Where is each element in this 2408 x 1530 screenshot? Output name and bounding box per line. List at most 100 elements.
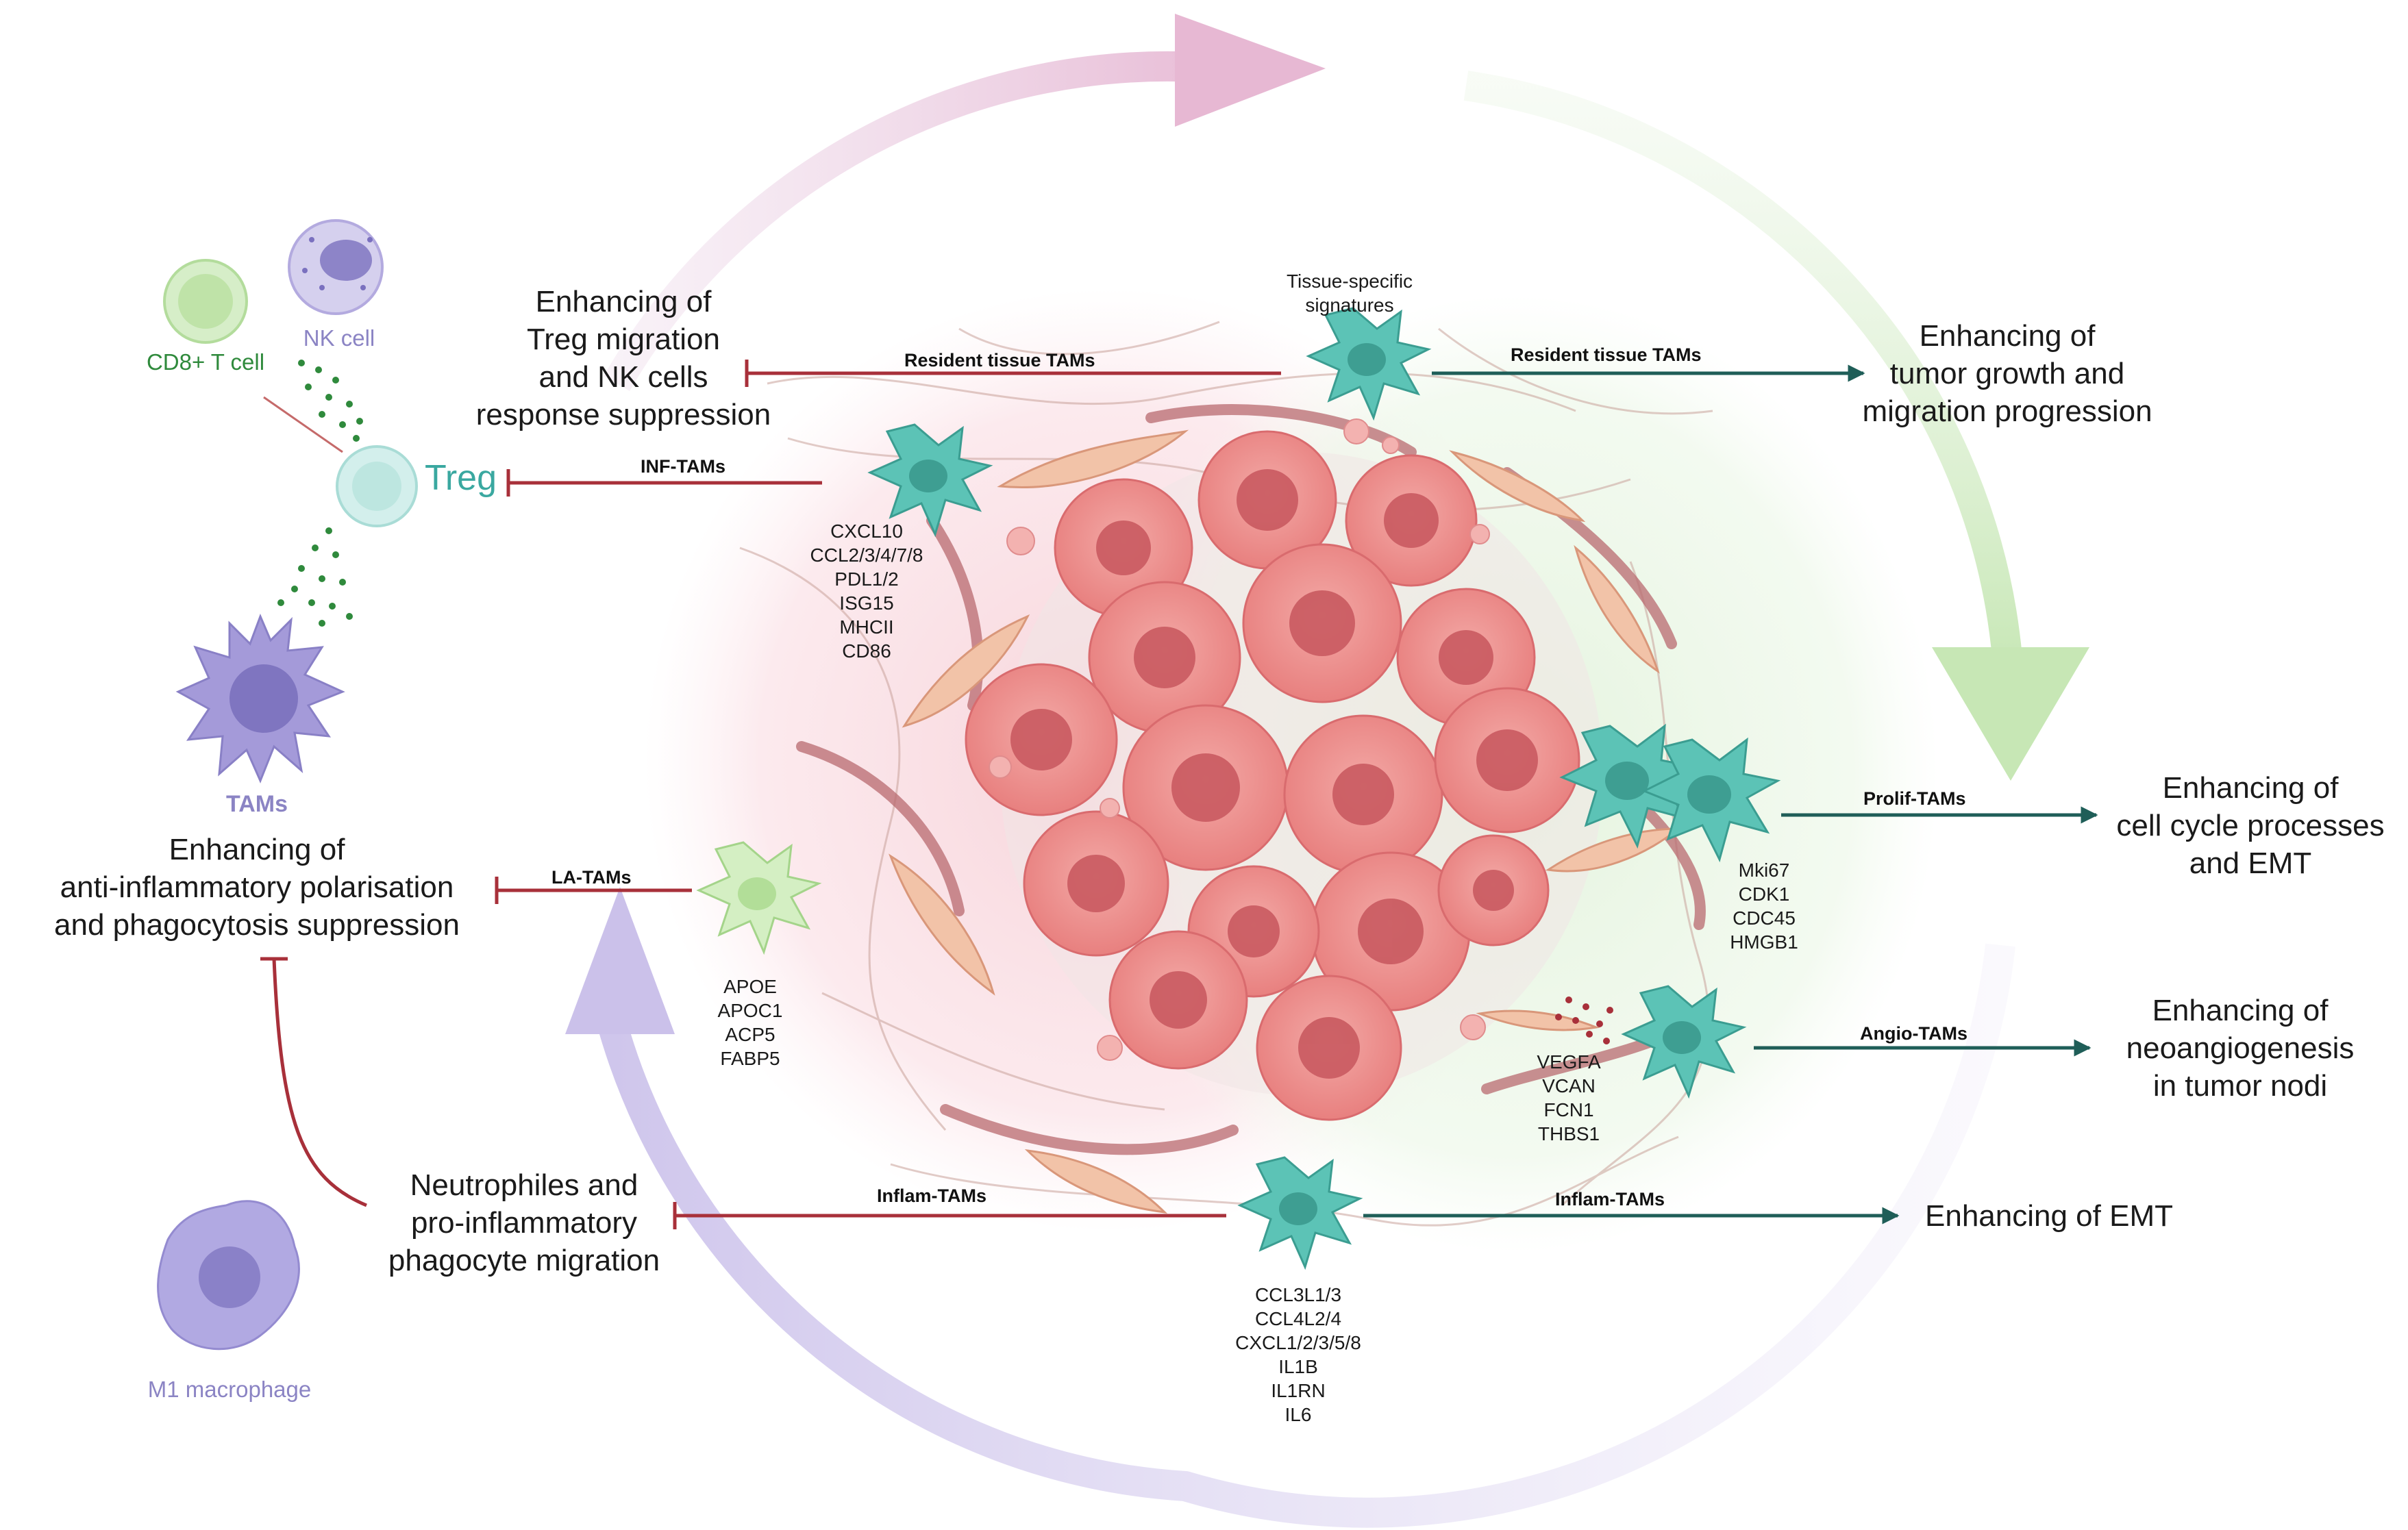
signature-prolif: Mki67 CDK1 CDC45 HMGB1 bbox=[1730, 860, 1798, 953]
signature-la: APOE APOC1 ACP5 FABP5 bbox=[718, 976, 783, 1069]
label-prolif-tams: Prolif-TAMs bbox=[1863, 788, 1966, 809]
svg-text:CXCL10: CXCL10 bbox=[830, 521, 903, 542]
effect-cell-cycle: Enhancing of cell cycle processes and EM… bbox=[2116, 771, 2384, 880]
svg-text:MHCII: MHCII bbox=[839, 616, 893, 638]
cd8-inhibition-line bbox=[263, 396, 343, 453]
pink-cycle-arc bbox=[603, 51, 1221, 392]
green-cycle-arc bbox=[1463, 71, 2022, 660]
svg-text:APOE: APOE bbox=[723, 976, 777, 997]
label-inflam-tams-left: Inflam-TAMs bbox=[877, 1186, 986, 1206]
svg-text:neoangiogenesis: neoangiogenesis bbox=[2126, 1031, 2355, 1065]
signature-angio: VEGFA VCAN FCN1 THBS1 bbox=[1537, 1051, 1601, 1144]
green-cycle-arrowhead bbox=[1932, 647, 2089, 781]
svg-text:Enhancing of: Enhancing of bbox=[2152, 994, 2329, 1027]
cd8-label: CD8+ T cell bbox=[147, 349, 264, 375]
cycle-arrows bbox=[565, 14, 2089, 1528]
svg-text:FCN1: FCN1 bbox=[1543, 1099, 1593, 1120]
signature-inflam: CCL3L1/3 CCL4L2/4 CXCL1/2/3/5/8 IL1B IL1… bbox=[1235, 1284, 1361, 1425]
label-la-tams: LA-TAMs bbox=[551, 867, 631, 888]
svg-text:CDC45: CDC45 bbox=[1733, 907, 1796, 929]
cytokine-dots-icon bbox=[277, 360, 363, 627]
svg-text:signatures: signatures bbox=[1305, 294, 1393, 316]
svg-text:PDL1/2: PDL1/2 bbox=[834, 568, 898, 590]
promotion-arrows bbox=[1363, 364, 2098, 1225]
purple-cycle-arrowhead bbox=[565, 887, 675, 1034]
svg-text:VCAN: VCAN bbox=[1542, 1075, 1596, 1096]
svg-text:in tumor nodi: in tumor nodi bbox=[2153, 1069, 2327, 1103]
pink-cycle-arrowhead bbox=[1175, 14, 1326, 127]
svg-text:IL1B: IL1B bbox=[1278, 1356, 1318, 1377]
svg-text:Neutrophiles and: Neutrophiles and bbox=[410, 1168, 638, 1202]
tams-macrophage-icon bbox=[175, 613, 345, 783]
svg-text:Enhancing of: Enhancing of bbox=[169, 833, 346, 866]
treg-cell-icon bbox=[336, 445, 418, 527]
purple-cycle-arc bbox=[598, 943, 2015, 1528]
svg-text:Enhancing of: Enhancing of bbox=[536, 285, 712, 318]
cd8-t-cell-icon bbox=[163, 259, 248, 344]
svg-text:CDK1: CDK1 bbox=[1739, 883, 1790, 905]
tumor-nuclei bbox=[1010, 469, 1538, 1079]
label-resident-tams-right: Resident tissue TAMs bbox=[1511, 344, 1702, 365]
svg-text:APOC1: APOC1 bbox=[718, 1000, 783, 1021]
svg-text:and EMT: and EMT bbox=[2189, 846, 2312, 880]
inhibit-resident-tams bbox=[745, 360, 1281, 387]
svg-text:phagocyte migration: phagocyte migration bbox=[388, 1244, 660, 1277]
svg-text:CCL3L1/3: CCL3L1/3 bbox=[1255, 1284, 1341, 1305]
svg-text:CCL2/3/4/7/8: CCL2/3/4/7/8 bbox=[810, 544, 923, 566]
signature-inf: CXCL10 CCL2/3/4/7/8 PDL1/2 ISG15 MHCII C… bbox=[810, 521, 923, 662]
signature-tissue: Tissue-specific signatures bbox=[1287, 271, 1413, 316]
tams-label: TAMs bbox=[226, 791, 288, 817]
svg-text:Enhancing of: Enhancing of bbox=[1920, 319, 2096, 353]
svg-text:and NK cells: and NK cells bbox=[538, 360, 708, 394]
label-resident-tams-left: Resident tissue TAMs bbox=[904, 350, 1095, 371]
svg-text:CD86: CD86 bbox=[842, 640, 891, 662]
svg-text:cell cycle processes: cell cycle processes bbox=[2116, 809, 2384, 842]
svg-text:Tissue-specific: Tissue-specific bbox=[1287, 271, 1413, 292]
svg-text:FABP5: FABP5 bbox=[720, 1048, 780, 1069]
m1-label: M1 macrophage bbox=[148, 1377, 311, 1402]
effect-emt: Enhancing of EMT bbox=[1925, 1199, 2173, 1233]
svg-text:and phagocytosis suppression: and phagocytosis suppression bbox=[54, 908, 460, 942]
tumor-cluster bbox=[965, 418, 1580, 1121]
inhibit-inf-tams bbox=[506, 469, 822, 497]
tam-macrophage-icon-angio bbox=[1555, 985, 1747, 1099]
tam-macrophage-icon-inflam bbox=[1237, 1156, 1363, 1270]
fibroblast-icon bbox=[889, 429, 1682, 1214]
effect-neutrophils: Neutrophiles and pro-inflammatory phagoc… bbox=[388, 1168, 660, 1277]
svg-text:Treg migration: Treg migration bbox=[527, 323, 720, 356]
inhibit-neutrophils-to-tams bbox=[260, 957, 367, 1207]
label-angio-tams: Angio-TAMs bbox=[1860, 1023, 1968, 1044]
tam-macrophage-icon-inf bbox=[867, 423, 993, 538]
inhibition-arrows bbox=[260, 360, 1281, 1229]
inhibit-inflam-tams bbox=[673, 1202, 1226, 1229]
svg-text:Mki67: Mki67 bbox=[1739, 860, 1790, 881]
tam-macrophage-icon-resident bbox=[1306, 307, 1432, 421]
m1-macrophage-icon bbox=[157, 1200, 300, 1351]
svg-text:VEGFA: VEGFA bbox=[1537, 1051, 1601, 1073]
label-inflam-tams-right: Inflam-TAMs bbox=[1555, 1189, 1665, 1209]
inhibit-la-tams bbox=[495, 877, 692, 904]
svg-text:IL6: IL6 bbox=[1285, 1404, 1312, 1425]
svg-text:CCL4L2/4: CCL4L2/4 bbox=[1255, 1308, 1341, 1329]
svg-text:response suppression: response suppression bbox=[476, 398, 771, 431]
svg-text:ACP5: ACP5 bbox=[725, 1024, 775, 1045]
nk-cell-icon bbox=[288, 219, 384, 315]
label-inf-tams: INF-TAMs bbox=[641, 456, 725, 477]
tam-macrophage-icon-la bbox=[696, 841, 822, 955]
effect-tumor-growth: Enhancing of tumor growth and migration … bbox=[1862, 319, 2152, 428]
svg-text:HMGB1: HMGB1 bbox=[1730, 931, 1798, 953]
svg-text:CXCL1/2/3/5/8: CXCL1/2/3/5/8 bbox=[1235, 1332, 1361, 1353]
effect-anti-inflammatory: Enhancing of anti-inflammatory polarisat… bbox=[54, 833, 460, 942]
effect-treg-nk: Enhancing of Treg migration and NK cells… bbox=[476, 285, 771, 431]
svg-text:tumor growth and: tumor growth and bbox=[1890, 357, 2124, 390]
svg-text:pro-inflammatory: pro-inflammatory bbox=[411, 1206, 637, 1240]
effect-neoangiogenesis: Enhancing of neoangiogenesis in tumor no… bbox=[2126, 994, 2355, 1103]
svg-text:THBS1: THBS1 bbox=[1538, 1123, 1600, 1144]
tumor-vesicles bbox=[989, 418, 1490, 1061]
svg-text:ISG15: ISG15 bbox=[839, 592, 893, 614]
treg-label: Treg bbox=[425, 458, 497, 498]
svg-text:IL1RN: IL1RN bbox=[1271, 1380, 1325, 1401]
tam-macrophage-icon-prolif bbox=[1559, 723, 1781, 863]
svg-text:Enhancing of: Enhancing of bbox=[2163, 771, 2339, 805]
